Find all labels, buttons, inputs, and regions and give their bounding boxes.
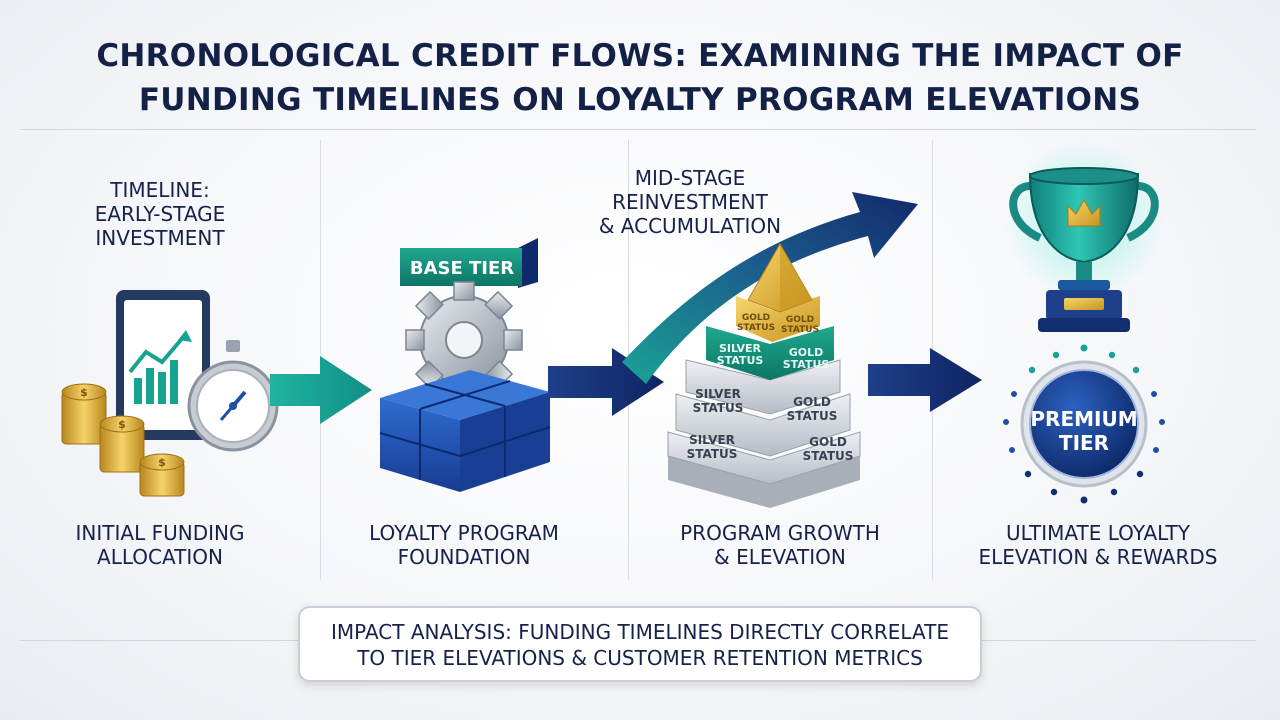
base-tier-ribbon: BASE TIER [400, 238, 538, 288]
stage4-bottom-line-1: ULTIMATE LOYALTY [1006, 521, 1190, 545]
stage3-bottom-line-2: & ELEVATION [714, 545, 846, 569]
label-gold-teal-1: GOLD [789, 346, 824, 359]
page-title: CHRONOLOGICAL CREDIT FLOWS: EXAMINING TH… [0, 34, 1280, 122]
badge-label-2: TIER [1059, 431, 1109, 455]
stage2-bottom-line-1: LOYALTY PROGRAM [369, 521, 559, 545]
stage1-top-label: TIMELINE: EARLY-STAGE INVESTMENT [20, 178, 300, 250]
stage3-bottom-line-1: PROGRAM GROWTH [680, 521, 880, 545]
stage1-top-line-2: EARLY-STAGE [94, 202, 226, 226]
impact-analysis-box: IMPACT ANALYSIS: FUNDING TIMELINES DIREC… [298, 606, 982, 682]
title-line-2: FUNDING TIMELINES ON LOYALTY PROGRAM ELE… [138, 82, 1142, 118]
stage3-top-line-2: REINVESTMENT [612, 190, 768, 214]
stage2-bottom-line-2: FOUNDATION [397, 545, 531, 569]
premium-badge: PREMIUM TIER [1003, 344, 1165, 504]
cube-stack-icon [379, 370, 551, 492]
stage4-bottom-line-2: ELEVATION & REWARDS [978, 545, 1218, 569]
flow-arrow-1 [270, 356, 372, 424]
stage1-bottom-line-1: INITIAL FUNDING [75, 521, 245, 545]
svg-text:$: $ [118, 418, 126, 431]
label-silver-low-2: STATUS [687, 447, 738, 461]
title-line-1: CHRONOLOGICAL CREDIT FLOWS: EXAMINING TH… [96, 38, 1184, 74]
label-gold-mid-1: GOLD [793, 395, 831, 409]
coin-stack-icon: $ $ $ [61, 383, 185, 497]
flow-arrow-3 [868, 348, 982, 412]
stage1-top-line-1: TIMELINE: [110, 178, 210, 202]
pyramid-icon [667, 242, 861, 508]
label-gold-left-2: STATUS [737, 323, 775, 333]
svg-text:$: $ [158, 456, 166, 469]
label-silver-teal-2: STATUS [717, 354, 764, 367]
stage1-bottom-label: INITIAL FUNDING ALLOCATION [20, 521, 300, 569]
stage4-bottom-label: ULTIMATE LOYALTY ELEVATION & REWARDS [938, 521, 1258, 569]
label-gold-low-1: GOLD [809, 435, 847, 449]
crown-icon [1067, 198, 1101, 227]
label-silver-teal-1: SILVER [719, 342, 762, 355]
pyramid-labels: GOLD STATUS GOLD STATUS SILVER STATUS GO… [687, 313, 854, 463]
stopwatch-icon [187, 340, 279, 452]
stage3-top-line-1: MID-STAGE [634, 166, 746, 190]
badge-label-1: PREMIUM [1030, 407, 1137, 431]
stage2-bottom-label: LOYALTY PROGRAM FOUNDATION [322, 521, 606, 569]
impact-line-2: TO TIER ELEVATIONS & CUSTOMER RETENTION … [357, 646, 923, 670]
label-gold-mid-2: STATUS [787, 409, 838, 423]
label-silver-mid-1: SILVER [695, 387, 741, 401]
stage1-top-line-3: INVESTMENT [95, 226, 225, 250]
svg-text:$: $ [80, 386, 88, 399]
header-divider [20, 129, 1256, 130]
impact-line-1: IMPACT ANALYSIS: FUNDING TIMELINES DIREC… [331, 620, 949, 644]
tablet-chart-icon [116, 290, 210, 440]
stage3-top-label: MID-STAGE REINVESTMENT & ACCUMULATION [560, 166, 820, 238]
label-silver-low-1: SILVER [689, 433, 735, 447]
stage3-top-line-3: & ACCUMULATION [598, 214, 782, 238]
label-silver-mid-2: STATUS [693, 401, 744, 415]
label-gold-low-2: STATUS [803, 449, 854, 463]
label-gold-left-1: GOLD [742, 313, 770, 323]
stage1-bottom-line-2: ALLOCATION [97, 545, 223, 569]
star-icon [1003, 344, 1165, 504]
stage3-bottom-label: PROGRAM GROWTH & ELEVATION [630, 521, 930, 569]
label-gold-teal-2: STATUS [783, 358, 830, 371]
growth-curve-arrow [622, 192, 918, 384]
label-gold-right-1: GOLD [786, 315, 814, 325]
label-gold-right-2: STATUS [781, 325, 819, 335]
trophy-icon [1004, 140, 1164, 332]
ribbon-label: BASE TIER [410, 258, 514, 279]
